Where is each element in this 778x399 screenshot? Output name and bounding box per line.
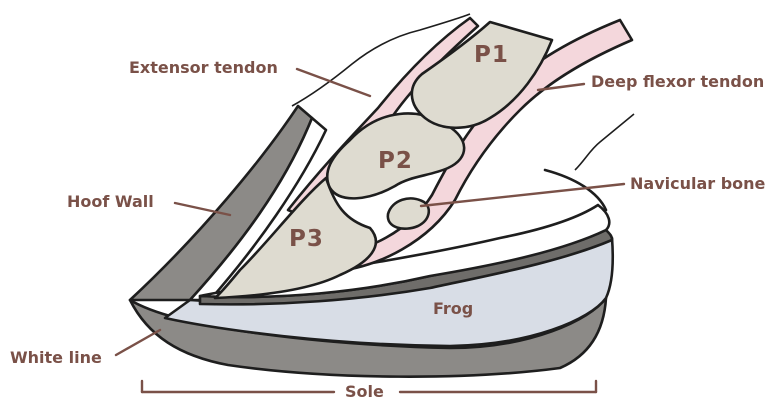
p1-bone-shape — [412, 22, 552, 128]
navicular-bone-label: Navicular bone — [630, 174, 766, 193]
hoof-wall-label: Hoof Wall — [67, 192, 154, 211]
p1-label: P1 — [474, 42, 509, 68]
p3-label: P3 — [289, 226, 324, 252]
frog-label: Frog — [433, 299, 473, 318]
deep-flexor-tendon-label: Deep flexor tendon — [591, 72, 764, 91]
navicular-bone-shape — [388, 198, 429, 228]
extensor-tendon-leader — [297, 69, 370, 96]
white-line-label: White line — [10, 348, 102, 367]
p2-label: P2 — [378, 148, 413, 174]
white-line-leader — [116, 330, 160, 355]
extensor-tendon-label: Extensor tendon — [129, 58, 278, 77]
heel-hair — [575, 114, 634, 170]
sole-label: Sole — [345, 382, 384, 399]
